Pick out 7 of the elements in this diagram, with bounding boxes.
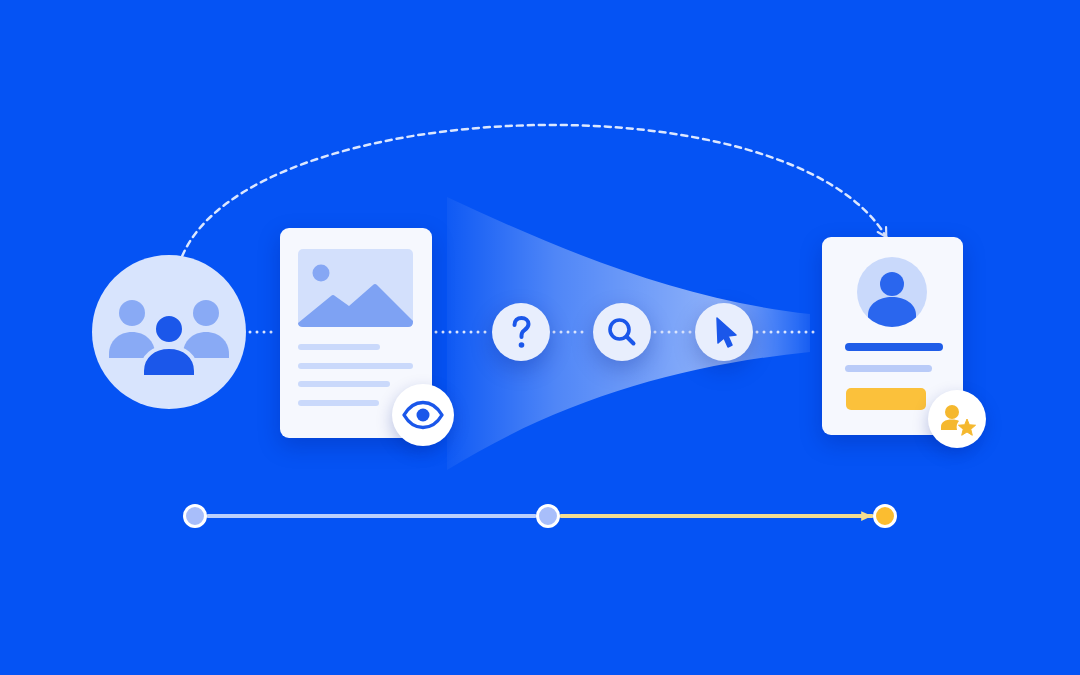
timeline-arrow xyxy=(559,511,874,521)
dotted-connector xyxy=(653,330,693,334)
timeline-dot xyxy=(873,504,897,528)
timeline-line xyxy=(206,514,537,518)
dashed-curved-arrow xyxy=(180,124,888,258)
timeline-dot xyxy=(183,504,207,528)
timeline-dot xyxy=(536,504,560,528)
